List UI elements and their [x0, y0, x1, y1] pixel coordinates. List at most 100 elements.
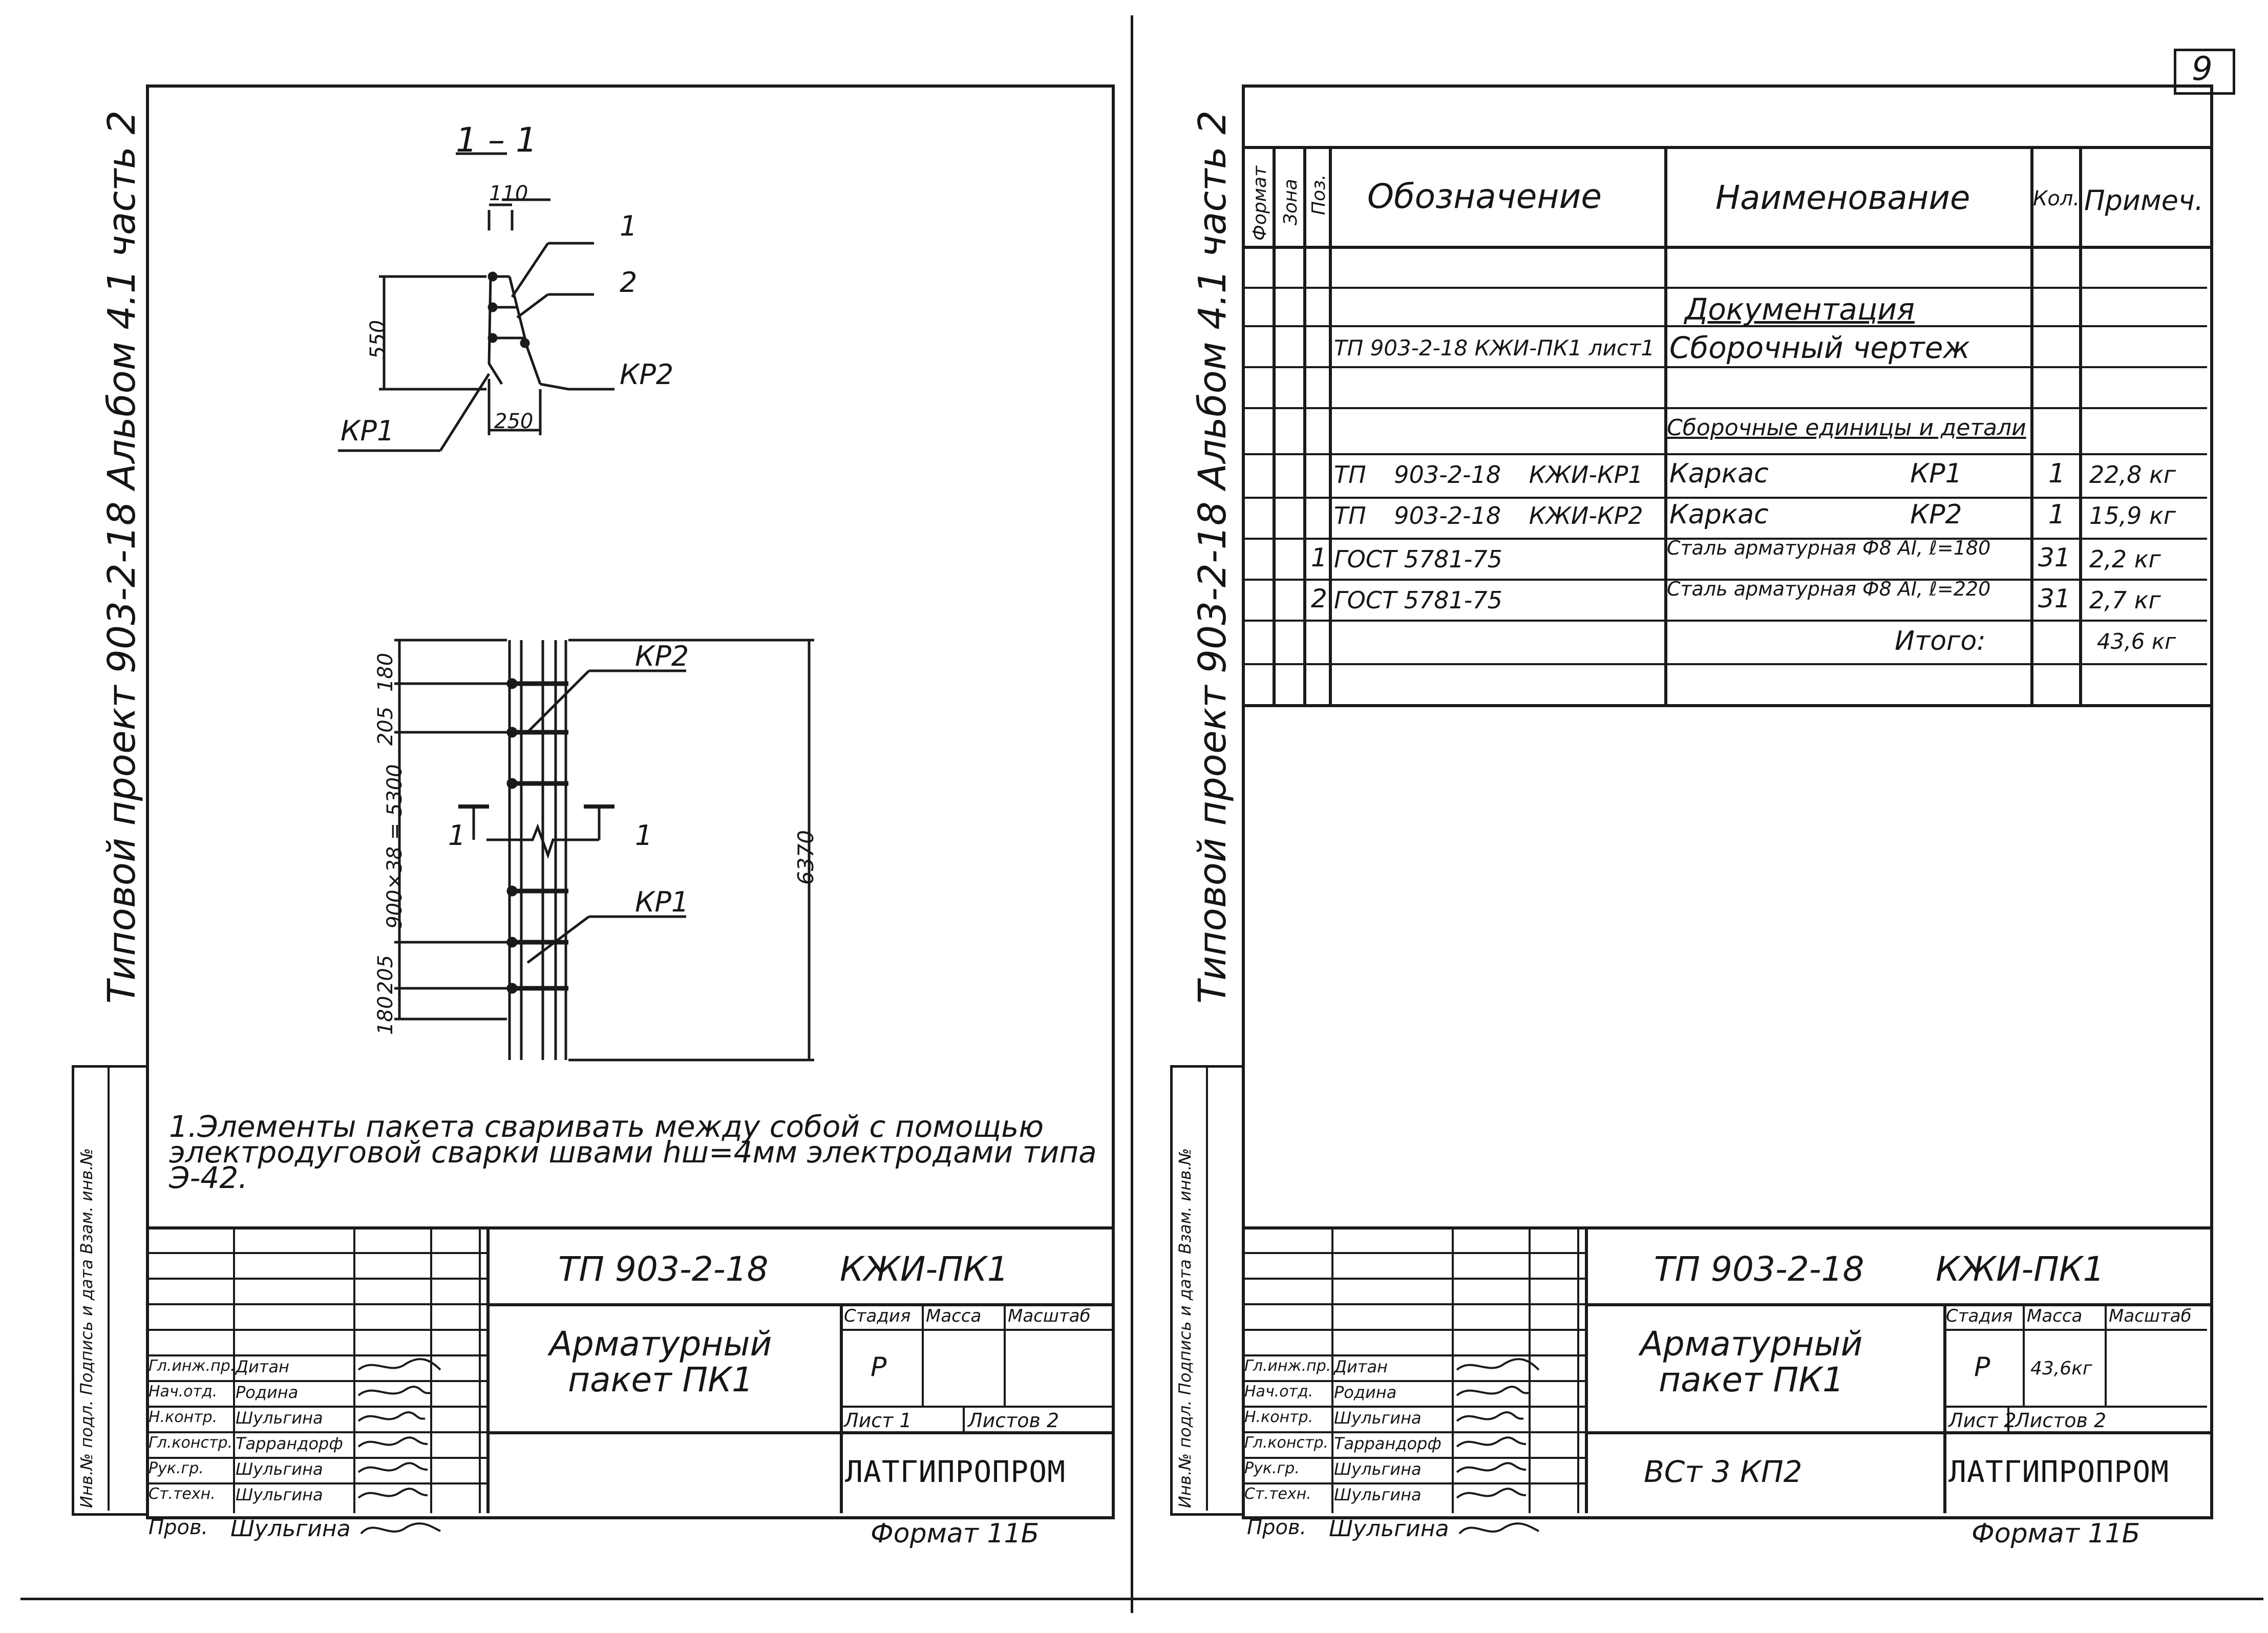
right-doc-mark: КЖИ-ПК1: [1936, 1249, 2105, 1289]
right-person-name-1: Дитан: [1334, 1357, 1388, 1376]
elev-dim-180-bottom: 180: [374, 995, 398, 1035]
spec-row-pos1-note: 2,2 кг: [2089, 545, 2161, 573]
left-checker-name: Шульгина: [230, 1516, 351, 1542]
right-head-stage: Стадия: [1946, 1306, 2013, 1326]
left-person-name-2: Родина: [236, 1383, 299, 1402]
spec-row-units-name: Сборочные единицы и детали: [1667, 415, 2026, 441]
spec-head-name: Наименование: [1715, 179, 1970, 217]
right-org-name: ЛАТГИПРОПРОМ: [1948, 1454, 2170, 1489]
spec-head-format: Формат: [1249, 165, 1270, 241]
elev-callout-kr2: КР2: [635, 640, 689, 672]
right-side-stamp: Инв.№ подл. Подпись и дата Взам. инв.№: [1175, 1148, 1195, 1508]
right-mass-value: 43,6кг: [2030, 1358, 2092, 1379]
right-doc-title: Арматурный пакет ПК1: [1640, 1324, 1863, 1399]
spec-row-kr1-qty: 1: [2048, 458, 2066, 489]
spec-row-kr1-note: 22,8 кг: [2089, 461, 2176, 489]
section-callout-1: 1: [620, 210, 638, 242]
left-doc-title: Арматурный пакет ПК1: [549, 1324, 772, 1399]
section-1-1-drawing: [338, 152, 614, 452]
elev-cut-mark-right: 1: [635, 819, 653, 852]
spec-row-kr2-name: Каркас КР2: [1669, 499, 1962, 530]
right-person-role-5: Рук.гр.: [1244, 1459, 1300, 1477]
spec-row-assembly-designation: ТП 903-2-18 КЖИ-ПК1 лист1: [1334, 335, 1655, 360]
sheet-divider: [1131, 15, 1133, 1613]
right-head-mass: Масса: [2027, 1306, 2083, 1326]
left-head-scale: Масштаб: [1008, 1306, 1091, 1326]
left-head-stage: Стадия: [844, 1306, 911, 1326]
spec-row-kr2-designation: ТП 903-2-18 КЖИ-КР2: [1334, 502, 1643, 529]
spec-head-zone: Зона: [1280, 179, 1301, 225]
elev-callout-kr1: КР1: [635, 886, 689, 918]
section-title: 1 – 1: [456, 120, 537, 160]
right-checker-role: Пров.: [1247, 1516, 1307, 1539]
left-signatures: [357, 1358, 441, 1499]
elev-cut-mark-left: 1: [448, 819, 466, 852]
left-stage-value: Р: [871, 1352, 887, 1383]
left-checker-signature: [360, 1522, 441, 1535]
left-frame: [146, 84, 1115, 1519]
spec-row-documentation-name: Документация: [1685, 292, 1915, 327]
left-person-name-6: Шульгина: [236, 1485, 323, 1504]
right-person-role-6: Ст.техн.: [1244, 1485, 1311, 1503]
right-sheet-no: Лист 2: [1948, 1409, 2017, 1432]
spec-row-pos1-pos: 1: [1311, 543, 1327, 572]
spec-row-pos2-qty: 31: [2038, 584, 2071, 613]
section-dim-left: 550: [366, 320, 390, 359]
right-format: Формат 11Б: [1972, 1518, 2140, 1549]
right-stage-value: Р: [1974, 1352, 1990, 1383]
spec-row-total-note: 43,6 кг: [2097, 629, 2176, 654]
left-person-role-5: Рук.гр.: [149, 1459, 204, 1477]
section-callout-kr2: КР2: [620, 358, 674, 391]
right-person-name-3: Шульгина: [1334, 1408, 1422, 1428]
right-side-label: Типовой проект 903-2-18 Альбом 4.1 часть…: [1191, 110, 1235, 1004]
right-person-role-1: Гл.инж.пр.: [1244, 1357, 1331, 1375]
left-sheets-total: Листов 2: [968, 1409, 1059, 1432]
sheet-number: 9: [2192, 50, 2213, 88]
spec-row-kr2-note: 15,9 кг: [2089, 502, 2176, 529]
spec-row-total-name: Итого:: [1895, 626, 1986, 656]
left-side-stamp: Инв.№ подл. Подпись и дата Взам. инв.№: [77, 1148, 96, 1508]
left-doc-mark: КЖИ-ПК1: [840, 1249, 1009, 1289]
elev-dim-middle: 900×38 = 5300: [383, 764, 407, 929]
right-person-name-2: Родина: [1334, 1383, 1397, 1402]
left-person-role-3: Н.контр.: [149, 1408, 218, 1426]
spec-row-pos1-name: Сталь арматурная Ф8 AI, ℓ=180: [1667, 537, 1991, 559]
elevation-drawing: [394, 639, 814, 1062]
left-person-role-4: Гл.констр.: [149, 1434, 233, 1452]
right-person-role-2: Нач.отд.: [1244, 1383, 1313, 1401]
left-checker-role: Пров.: [149, 1516, 208, 1539]
spec-row-pos1-designation: ГОСТ 5781-75: [1334, 545, 1502, 573]
spec-row-kr1-name: Каркас КР1: [1669, 458, 1962, 489]
left-sheet-no: Лист 1: [844, 1409, 912, 1432]
right-material: ВСт 3 КП2: [1644, 1454, 1803, 1489]
left-side-label: Типовой проект 903-2-18 Альбом 4.1 часть…: [100, 110, 144, 1004]
section-dim-top: 110: [489, 182, 528, 205]
sheet-number-box: [2174, 49, 2235, 95]
spec-row-pos2-name: Сталь арматурная Ф8 AI, ℓ=220: [1667, 578, 1991, 600]
left-person-role-2: Нач.отд.: [149, 1383, 218, 1401]
spec-head-qty: Кол.: [2033, 187, 2080, 210]
spec-head-note: Примеч.: [2084, 184, 2204, 217]
left-person-name-1: Дитан: [236, 1357, 289, 1376]
right-person-role-3: Н.контр.: [1244, 1408, 1313, 1426]
elev-dim-205-bottom: 205: [374, 955, 398, 994]
left-person-role-6: Ст.техн.: [149, 1485, 216, 1503]
right-person-name-4: Таррандорф: [1334, 1434, 1442, 1453]
spec-row-pos1-qty: 31: [2038, 543, 2071, 572]
left-format: Формат 11Б: [871, 1518, 1040, 1549]
spec-row-pos2-designation: ГОСТ 5781-75: [1334, 586, 1502, 614]
bottom-rule: [20, 1598, 2263, 1600]
spec-row-pos2-note: 2,7 кг: [2089, 586, 2161, 614]
section-callout-2: 2: [620, 266, 638, 299]
elev-dim-180-top: 180: [374, 652, 398, 692]
right-head-scale: Масштаб: [2109, 1306, 2192, 1326]
right-frame: [1242, 84, 2213, 1519]
left-person-name-4: Таррандорф: [236, 1434, 343, 1453]
elev-dim-total: 6370: [793, 830, 818, 885]
left-person-role-1: Гл.инж.пр.: [149, 1357, 236, 1375]
welding-note: 1.Элементы пакета сваривать между собой …: [169, 1109, 1097, 1195]
right-checker-signature: [1458, 1522, 1539, 1535]
spec-row-assembly-name: Сборочный чертеж: [1669, 330, 1970, 365]
right-person-role-4: Гл.констр.: [1244, 1434, 1329, 1452]
left-person-name-5: Шульгина: [236, 1459, 323, 1479]
